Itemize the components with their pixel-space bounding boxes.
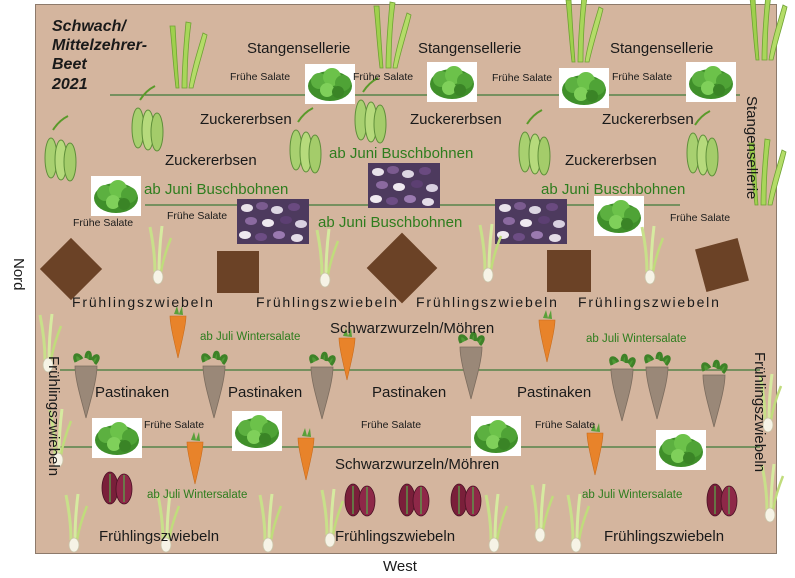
spring-onion-icon — [568, 494, 589, 552]
label-snow-peas: Zuckererbsen — [602, 112, 694, 127]
label-spring-onions: Frühlingszwiebeln — [335, 529, 455, 544]
pea-pod-icon — [45, 116, 76, 181]
spring-onion-icon — [762, 464, 783, 522]
lettuce-icon — [656, 430, 706, 470]
parsnip-icon — [460, 333, 484, 399]
label-early-salad: Frühe Salate — [612, 72, 672, 83]
label-winter-salad: ab Juli Wintersalate — [200, 332, 300, 344]
pea-pod-icon — [132, 86, 163, 151]
label-early-salad: Frühe Salate — [353, 72, 413, 83]
plan-title: Schwach/ Mittelzehrer- Beet 2021 — [52, 17, 147, 94]
red-lettuce-icon — [707, 484, 737, 516]
bean-photo-icon — [368, 163, 440, 208]
label-snow-peas: Zuckererbsen — [200, 112, 292, 127]
lettuce-icon — [427, 62, 477, 102]
label-salsify-carrots: Schwarzwurzeln/Möhren — [335, 457, 499, 472]
parsnip-icon — [646, 353, 670, 419]
red-lettuce-icon — [399, 484, 429, 516]
pea-pod-icon — [355, 78, 386, 143]
label-spring-onions: Frühlingszwiebeln — [578, 295, 721, 309]
label-spring-onions: Frühlingszwiebeln — [416, 295, 559, 309]
label-spring-onions: Frühlingszwiebeln — [72, 295, 215, 309]
spring-onion-icon — [486, 494, 507, 552]
red-lettuce-icon — [451, 484, 481, 516]
celery-icon — [170, 22, 207, 88]
label-winter-salad: ab Juli Wintersalate — [147, 490, 247, 502]
spring-onion-icon — [532, 484, 553, 542]
lettuce-icon — [92, 418, 142, 458]
soil-square-icons — [40, 233, 749, 304]
label-parsnips: Pastinaken — [228, 385, 302, 400]
celery-icon — [566, 0, 603, 62]
label-bush-beans: ab Juni Buschbohnen — [144, 182, 288, 197]
carrot-icon — [539, 310, 555, 362]
lettuce-icon — [594, 196, 644, 236]
label-spring-onions-vertical: Frühlingszwiebeln — [751, 352, 768, 472]
title-line: 2021 — [52, 75, 147, 94]
spring-onion-icon — [260, 494, 281, 552]
label-early-salad: Frühe Salate — [361, 420, 421, 431]
label-celery: Stangensellerie — [418, 41, 521, 56]
label-spring-onions: Frühlingszwiebeln — [604, 529, 724, 544]
spring-onion-icon — [66, 494, 87, 552]
celery-icon — [750, 0, 787, 60]
label-winter-salad: ab Juli Wintersalate — [586, 334, 686, 346]
label-salsify-carrots: Schwarzwurzeln/Möhren — [330, 321, 494, 336]
carrot-icon — [170, 306, 186, 358]
label-early-salad: Frühe Salate — [670, 213, 730, 224]
bean-photo-icon — [495, 199, 567, 244]
pea-pod-icon — [519, 110, 550, 175]
title-line: Beet — [52, 55, 147, 74]
parsnip-icon — [311, 353, 335, 419]
red-lettuce-icon — [102, 472, 132, 504]
label-spring-onions: Frühlingszwiebeln — [99, 529, 219, 544]
carrot-icon — [187, 432, 203, 484]
label-parsnips: Pastinaken — [372, 385, 446, 400]
lettuce-icon — [305, 64, 355, 104]
label-spring-onions-vertical: Frühlingszwiebeln — [45, 356, 62, 476]
label-celery: Stangensellerie — [247, 41, 350, 56]
title-line: Schwach/ — [52, 17, 147, 36]
label-early-salad: Frühe Salate — [73, 218, 133, 229]
spring-onion-icon — [317, 229, 338, 287]
compass-north: Nord — [10, 258, 27, 291]
spring-onion-icon — [150, 226, 171, 284]
label-early-salad: Frühe Salate — [230, 72, 290, 83]
label-parsnips: Pastinaken — [95, 385, 169, 400]
label-celery: Stangensellerie — [610, 41, 713, 56]
label-spring-onions: Frühlingszwiebeln — [256, 295, 399, 309]
spring-onion-icon — [642, 226, 663, 284]
label-parsnips: Pastinaken — [517, 385, 591, 400]
parsnip-icon — [203, 352, 227, 418]
celery-icon — [374, 2, 411, 68]
label-early-salad: Frühe Salate — [167, 211, 227, 222]
parsnip-icon — [611, 355, 635, 421]
label-early-salad: Frühe Salate — [492, 73, 552, 84]
label-bush-beans: ab Juni Buschbohnen — [541, 182, 685, 197]
bean-photo-icon — [237, 199, 309, 244]
compass-west: West — [383, 558, 417, 575]
parsnip-icon — [703, 361, 727, 427]
pea-pod-icon — [290, 108, 321, 173]
lettuce-icon — [559, 68, 609, 108]
label-early-salad: Frühe Salate — [144, 420, 204, 431]
lettuce-icon — [91, 176, 141, 216]
label-early-salad: Frühe Salate — [535, 420, 595, 431]
title-line: Mittelzehrer- — [52, 36, 147, 55]
lettuce-icon — [232, 411, 282, 451]
label-bush-beans: ab Juni Buschbohnen — [318, 215, 462, 230]
red-lettuce-icon — [345, 484, 375, 516]
label-winter-salad: ab Juli Wintersalate — [582, 490, 682, 502]
label-snow-peas: Zuckererbsen — [410, 112, 502, 127]
label-snow-peas: Zuckererbsen — [165, 153, 257, 168]
lettuce-icon — [686, 62, 736, 102]
label-celery-vertical: Stangensellerie — [743, 96, 760, 199]
label-snow-peas: Zuckererbsen — [565, 153, 657, 168]
label-bush-beans: ab Juni Buschbohnen — [329, 146, 473, 161]
lettuce-icon — [471, 416, 521, 456]
carrot-icon — [298, 428, 314, 480]
